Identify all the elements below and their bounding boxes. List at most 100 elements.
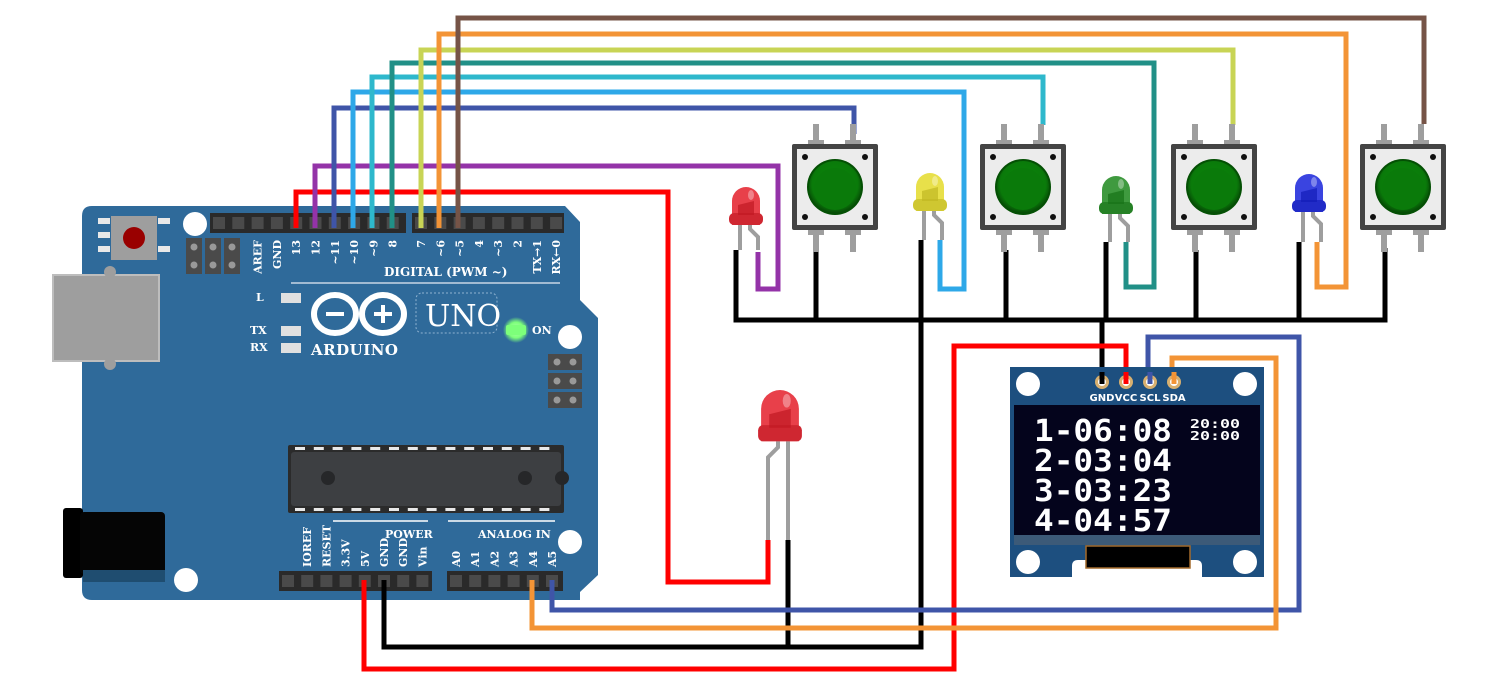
header-socket[interactable] [320,575,333,587]
button-leg-base [1033,140,1049,145]
led-flange [758,425,802,442]
chip-pin [520,447,531,450]
header-socket[interactable] [530,217,543,229]
digital-pin-label-8: 8 [387,240,400,248]
button-screw [1050,154,1056,160]
button-screw [1241,154,1247,160]
power-analog-header [279,571,563,591]
wire-pin8 [389,60,1157,290]
on-led-label: ON [532,324,552,337]
atmega-chip [288,445,569,513]
oled-pin-label-sda: SDA [1162,393,1186,404]
button-leg-base [996,140,1012,145]
bottom-pin-label-33V: 3.3V [340,539,353,567]
button-2[interactable] [980,124,1066,252]
button-screw [990,214,996,220]
led-blue [1292,174,1326,242]
chip-pin [295,447,305,450]
button-leg [1192,230,1198,252]
chip-pin [426,447,437,450]
led-leg-anode [932,211,944,240]
header-socket[interactable] [416,575,429,587]
push-buttons [792,124,1446,252]
led-die [738,201,754,215]
header-socket[interactable] [472,217,485,229]
button-leg [850,230,856,252]
button-leg [1229,124,1235,146]
oled-ribbon [1085,545,1191,569]
reset-button[interactable] [98,216,170,260]
wire-pin10 [350,89,967,292]
chip-pin [501,508,512,511]
digital-pin-label-4: 4 [473,240,486,248]
wire-5v-vcc [361,343,1129,672]
header-socket[interactable] [251,217,264,229]
digital-pin-label-10: ~10 [348,240,361,265]
header-socket[interactable] [492,217,505,229]
oled-line-3: 3-03:23 [1034,474,1172,509]
button-4[interactable] [1360,124,1446,252]
uno-label: UNO [425,299,501,334]
digital-pin-label-AREF: AREF [252,240,265,275]
wire-pin7 [418,47,1236,228]
bottom-pin-label-A2: A2 [488,551,501,568]
button-leg [813,230,819,252]
bottom-pin-label-GND: GND [397,538,410,567]
led-flange [913,199,947,211]
led-leg-anode [1311,212,1323,242]
header-socket[interactable] [397,575,410,587]
bottom-pin-label-A5: A5 [546,551,559,568]
button-screw [1430,214,1436,220]
arduino-logo-icon [311,292,407,336]
button-3[interactable] [1171,124,1257,252]
wires [293,15,1427,672]
button-cap-top [1193,168,1235,210]
header-socket[interactable] [488,575,501,587]
button-leg [1229,230,1235,252]
digital-pin-label-11: ~11 [329,240,342,265]
button-leg-base [845,230,861,235]
led-highlight [782,394,791,408]
digital-pin-label-6: ~6 [434,240,447,257]
button-leg [1381,230,1387,252]
header-socket[interactable] [339,575,352,587]
header-socket[interactable] [507,575,520,587]
digital-pin-label-RX0: RX←0 [550,240,563,275]
button-screw [802,214,808,220]
digital-pin-label-13: 13 [290,240,303,255]
bottom-pin-label-5V: 5V [359,550,372,567]
digital-pin-label-7: 7 [415,240,428,248]
chip-pin [464,447,475,450]
header-socket[interactable] [511,217,524,229]
digital-header-block-right [412,213,564,233]
header-socket[interactable] [469,575,482,587]
button-screw [1370,214,1376,220]
button-1[interactable] [792,124,878,252]
oled-screen [1014,405,1260,535]
header-socket[interactable] [301,575,314,587]
button-leg [1418,230,1424,252]
wire-a5-scl [549,334,1302,613]
mounting-hole [174,568,198,592]
tx-led-label: TX [250,324,267,337]
digital-header [210,213,564,233]
digital-pin-label-GND: GND [271,240,284,269]
header-socket[interactable] [213,217,225,229]
button-leg [850,124,856,146]
button-leg-base [1187,140,1203,145]
oled-pin-label-scl: SCL [1140,393,1162,404]
wire-a4-sda [529,355,1279,631]
wire-pin6 [436,31,1349,290]
button-cap-top [1382,168,1424,210]
header-socket[interactable] [282,575,294,587]
header-socket[interactable] [232,217,245,229]
button-leg [1192,124,1198,146]
header-socket[interactable] [270,217,283,229]
header-socket[interactable] [550,217,563,229]
header-socket[interactable] [450,575,462,587]
arduino-brand-label: ARDUINO [310,341,399,359]
analog-header-label: ANALOG IN [477,528,551,541]
